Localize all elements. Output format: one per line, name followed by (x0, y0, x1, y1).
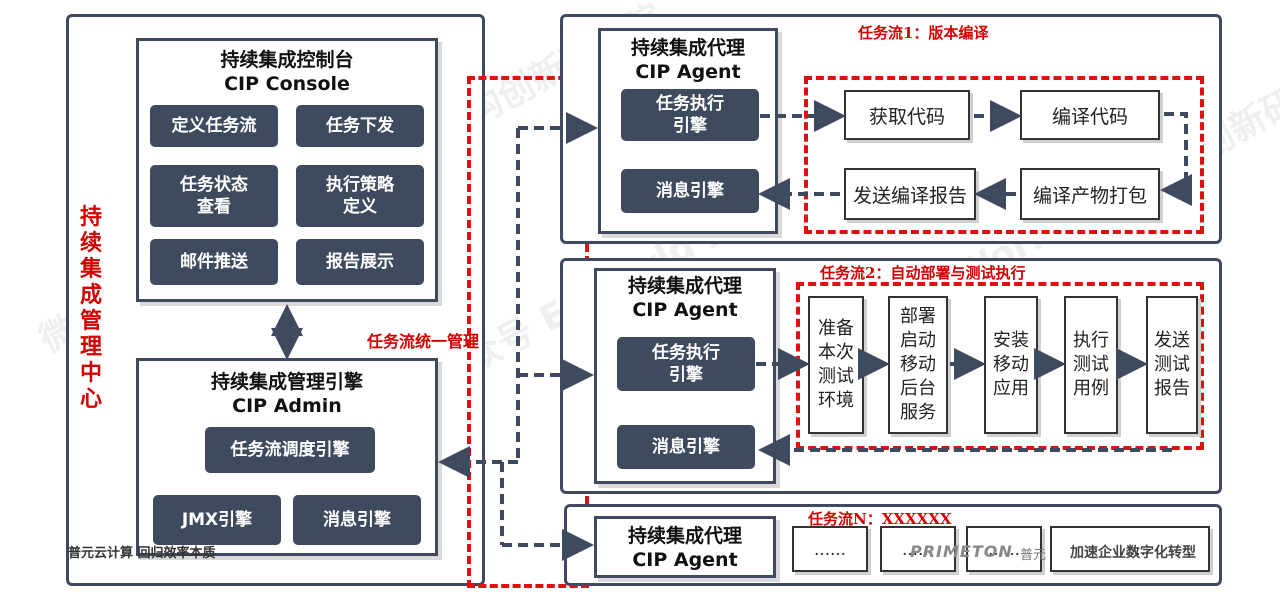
unified-management-label: 任务流统一管理 (367, 332, 480, 351)
task-status-button[interactable]: 任务状态 查看 (150, 165, 278, 227)
agent1-message-engine-button[interactable]: 消息引擎 (621, 169, 759, 213)
jmx-engine-button[interactable]: JMX引擎 (153, 495, 281, 545)
agentN-title-en: CIP Agent (632, 549, 738, 571)
agent1-panel: 持续集成代理 CIP Agent 任务执行 引擎 消息引擎 (598, 28, 778, 234)
placeholder-step: …… (966, 526, 1042, 572)
flow2-label: 任务流2：自动部署与测试执行 (820, 264, 1026, 282)
brand-logo: PRIMETON (910, 542, 1013, 561)
admin-message-engine-button[interactable]: 消息引擎 (293, 495, 421, 545)
admin-title-cn: 持续集成管理引擎 (210, 371, 363, 393)
agent2-title-cn: 持续集成代理 (627, 275, 742, 297)
send-compile-report-step: 发送编译报告 (844, 168, 976, 220)
flow1-region (804, 76, 1204, 234)
agentN-title-cn: 持续集成代理 (627, 525, 742, 547)
compile-package-arrow (1160, 112, 1192, 206)
flow1-label: 任务流1：版本编译 (858, 24, 989, 42)
management-center-label: 持续集成管理中心 (79, 205, 102, 412)
brand-slogan: 加速企业数字化转型 (1070, 545, 1196, 561)
strategy-button[interactable]: 执行策略 定义 (296, 165, 424, 227)
define-flow-button[interactable]: 定义任务流 (150, 105, 278, 147)
brand-suffix: 普元 (1020, 548, 1047, 563)
agentN-panel: 持续集成代理 CIP Agent (594, 516, 776, 578)
agent1-title-cn: 持续集成代理 (630, 37, 745, 59)
install-app-step: 安装移动应用 (984, 296, 1038, 434)
flowN-label: 任务流N：XXXXXX (808, 510, 952, 528)
scheduler-engine-button[interactable]: 任务流调度引擎 (205, 427, 375, 473)
footer-text: 普元云计算 回归效率本质 (68, 546, 216, 561)
agent2-message-engine-button[interactable]: 消息引擎 (617, 425, 755, 469)
report-display-button[interactable]: 报告展示 (296, 239, 424, 285)
admin-title-en: CIP Admin (232, 395, 342, 417)
agent2-panel: 持续集成代理 CIP Agent 任务执行 引擎 消息引擎 (594, 268, 776, 484)
console-title-cn: 持续集成控制台 (220, 49, 354, 71)
console-title-en: CIP Console (224, 73, 350, 95)
placeholder-step: …… (1050, 526, 1210, 572)
agent1-exec-engine-button[interactable]: 任务执行 引擎 (621, 89, 759, 141)
agent2-exec-engine-button[interactable]: 任务执行 引擎 (617, 337, 755, 391)
dispatch-task-button[interactable]: 任务下发 (296, 105, 424, 147)
agent2-title-en: CIP Agent (632, 299, 738, 321)
admin-panel: 持续集成管理引擎 CIP Admin 任务流调度引擎 JMX引擎 消息引擎 (136, 358, 438, 556)
console-panel: 持续集成控制台 CIP Console 定义任务流 任务下发 任务状态 查看 执… (136, 38, 438, 302)
mail-push-button[interactable]: 邮件推送 (150, 239, 278, 285)
package-step: 编译产物打包 (1020, 168, 1160, 220)
placeholder-step: …… (880, 526, 956, 572)
get-code-step: 获取代码 (844, 90, 970, 140)
placeholder-step: …… (792, 526, 868, 572)
agent1-title-en: CIP Agent (635, 61, 741, 83)
